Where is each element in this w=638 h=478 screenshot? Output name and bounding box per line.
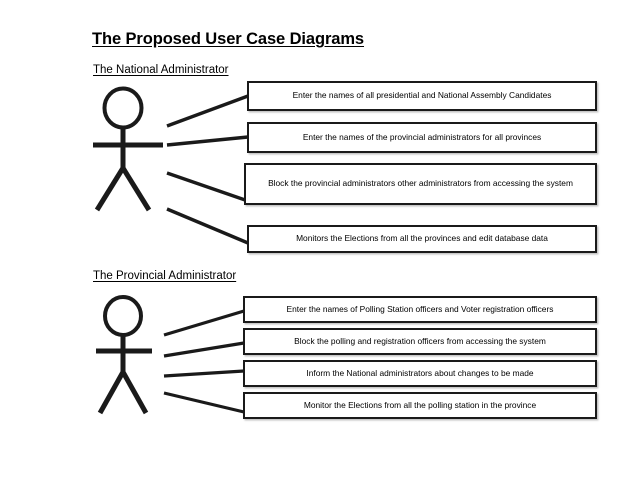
connector-line-3: [166, 171, 249, 203]
connector-line-4: [163, 391, 245, 414]
use-case-box[interactable]: Enter the names of the provincial admini…: [247, 122, 597, 153]
connector-line-4: [166, 207, 249, 245]
use-case-box[interactable]: Enter the names of Polling Station offic…: [243, 296, 597, 323]
connector-line-1: [166, 94, 249, 128]
actor-leg-left: [94, 166, 126, 212]
actor-head: [103, 295, 143, 337]
connector-line-1: [163, 309, 245, 337]
section-heading-national: The National Administrator: [93, 64, 229, 76]
use-case-box[interactable]: Enter the names of all presidential and …: [247, 81, 597, 111]
provincial-connector-lines: [163, 309, 245, 414]
actor-leg-right: [120, 370, 149, 415]
connector-line-2: [166, 135, 249, 147]
actor-leg-right: [120, 166, 152, 212]
provincial-administrator-actor: [96, 295, 152, 415]
section-heading-provincial: The Provincial Administrator: [93, 270, 237, 282]
use-case-box[interactable]: Block the polling and registration offic…: [243, 328, 597, 355]
actor-leg-left: [97, 370, 126, 415]
page-title: The Proposed User Case Diagrams: [92, 30, 365, 48]
connector-line-3: [163, 369, 245, 378]
national-connector-lines: [166, 94, 249, 245]
use-case-box[interactable]: Inform the National administrators about…: [243, 360, 597, 387]
connector-line-2: [163, 341, 245, 358]
use-case-box[interactable]: Block the provincial administrators othe…: [244, 163, 597, 205]
actor-head: [102, 86, 144, 130]
use-case-box[interactable]: Monitors the Elections from all the prov…: [247, 225, 597, 253]
national-administrator-actor: [93, 86, 163, 212]
use-case-box[interactable]: Monitor the Elections from all the polli…: [243, 392, 597, 419]
